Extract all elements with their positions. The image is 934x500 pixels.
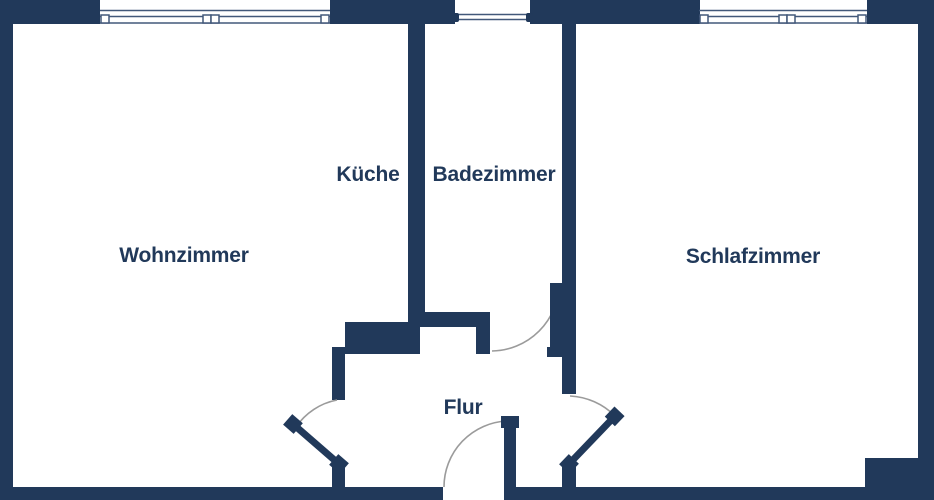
room-label-flur: Flur [443, 396, 483, 419]
wall-left [0, 24, 13, 500]
room-label-kueche: Küche [336, 163, 400, 186]
window-schlafzimmer [699, 9, 867, 24]
door-leaf-entrance [504, 420, 516, 487]
room-label-wohnzimmer: Wohnzimmer [119, 244, 249, 267]
wall-wohnzimmer-flur-upper [332, 347, 345, 400]
wall-badezimmer-bottom [408, 312, 490, 327]
room-label-badezimmer: Badezimmer [432, 163, 556, 186]
wall-kueche-block [345, 322, 420, 354]
door-leaf-badezimmer-cap [547, 347, 565, 357]
wall-top-left [0, 0, 100, 24]
wall-bottom-left [0, 487, 443, 500]
room-label-schlafzimmer: Schlafzimmer [685, 245, 821, 268]
window-badezimmer [452, 13, 533, 22]
wall-badezimmer-schlafzimmer [562, 24, 576, 394]
wall-badezimmer-door-jamb [476, 327, 490, 354]
wall-top-middle-right [530, 0, 700, 24]
wall-top-right [867, 0, 934, 24]
wall-top-middle-left [330, 0, 455, 24]
door-leaf-entrance-cap [501, 416, 519, 428]
wall-kueche-badezimmer [408, 24, 425, 314]
wall-bottom-right [504, 487, 934, 500]
door-arc-badezimmer [491, 283, 560, 352]
door-leaf-wohnzimmer [283, 414, 349, 474]
window-wohnzimmer [100, 9, 330, 24]
door-arc-entrance [443, 420, 508, 488]
door-leaf-badezimmer [550, 283, 562, 352]
wall-right [918, 24, 934, 458]
door-leaf-schlafzimmer [559, 406, 625, 474]
